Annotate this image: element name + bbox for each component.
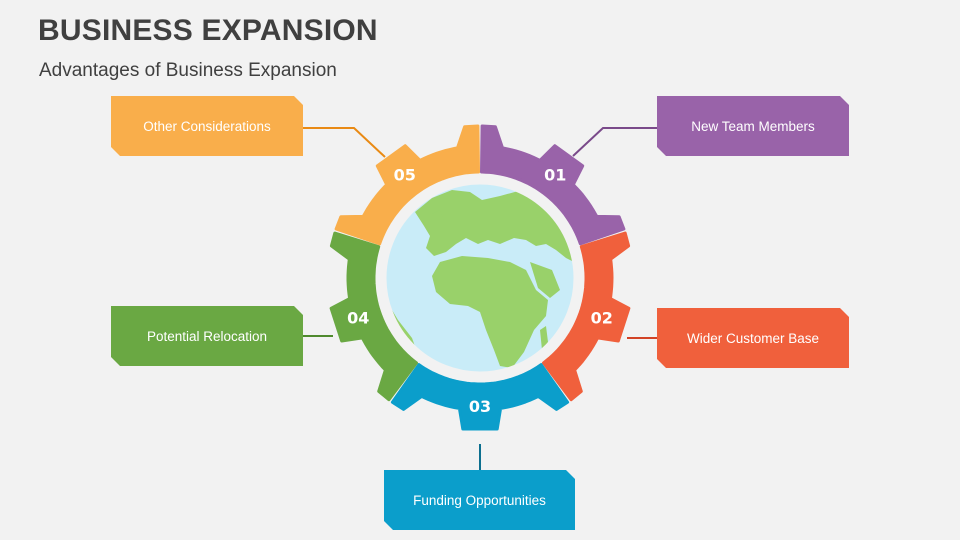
- gear-segment-01: [480, 124, 626, 246]
- label-box-04[interactable]: Potential Relocation: [111, 306, 303, 366]
- gear-segment-02: [542, 231, 631, 402]
- connector-lines: [303, 127, 657, 470]
- slide-subtitle: Advantages of Business Expansion: [39, 60, 337, 81]
- connector-05: [303, 127, 386, 158]
- gear-number-03: 03: [469, 397, 491, 416]
- slide-title: BUSINESS EXPANSION: [38, 14, 378, 47]
- gear-segment-04: [329, 231, 418, 402]
- label-box-05[interactable]: Other Considerations: [111, 96, 303, 156]
- label-box-03[interactable]: Funding Opportunities: [384, 470, 575, 530]
- gear-numbers: 01 02 03 04 05: [347, 165, 613, 416]
- gear-segments: [329, 124, 631, 431]
- connector-01: [572, 127, 657, 157]
- label-box-02[interactable]: Wider Customer Base: [657, 308, 849, 368]
- gear-segment-03: [390, 363, 570, 431]
- gear-number-05: 05: [394, 165, 416, 184]
- gear-number-04: 04: [347, 309, 369, 328]
- gear-segment-05: [334, 124, 480, 246]
- label-box-01[interactable]: New Team Members: [657, 96, 849, 156]
- globe-icon: [385, 183, 575, 373]
- gear-number-01: 01: [544, 165, 566, 184]
- gear-number-02: 02: [591, 309, 613, 328]
